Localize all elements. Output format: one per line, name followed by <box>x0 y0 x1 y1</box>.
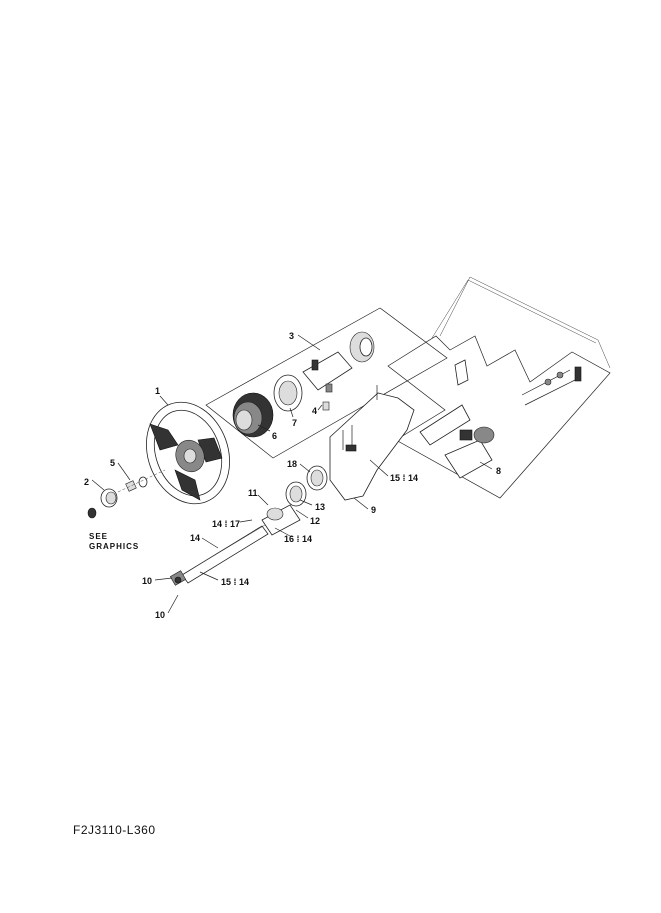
wheel-cap <box>100 488 118 508</box>
leader-lines <box>91 334 493 614</box>
callout-6: 6 <box>272 431 277 441</box>
callout-10-lower: 10 <box>155 610 165 620</box>
steering-wheel <box>146 401 230 505</box>
plate-bolts <box>342 385 378 452</box>
callout-12: 12 <box>310 516 320 526</box>
hub-ring <box>273 374 303 412</box>
callout-14: 14 <box>190 533 200 543</box>
hub-body <box>302 331 375 393</box>
clamp <box>285 481 307 507</box>
callout-4: 4 <box>312 406 317 416</box>
callout-16-14: 16 ⁞ 14 <box>284 534 312 544</box>
universal-joint <box>169 570 187 586</box>
see-graphics-line2: GRAPHICS <box>89 542 139 551</box>
callout-2: 2 <box>84 477 89 487</box>
pivot-bracket <box>419 359 582 479</box>
steering-shaft <box>181 525 269 584</box>
see-graphics-line1: SEE <box>89 532 108 541</box>
callout-9: 9 <box>371 505 376 515</box>
callout-11: 11 <box>248 488 258 498</box>
callout-18: 18 <box>287 459 297 469</box>
bellows-boot <box>232 392 274 438</box>
graphics-emblem <box>87 507 97 519</box>
callout-14-17: 14 ⁞ 17 <box>212 519 240 529</box>
callout-10-upper: 10 <box>142 576 152 586</box>
routing-line-lower <box>431 279 597 344</box>
mounting-plate <box>329 392 415 501</box>
drawing-code: F2J3110-L360 <box>73 823 156 837</box>
upper-column-tube <box>261 504 301 536</box>
callout-8: 8 <box>496 466 501 476</box>
callout-15-14-lower: 15 ⁞ 14 <box>221 577 249 587</box>
callout-3: 3 <box>289 331 294 341</box>
callout-5: 5 <box>110 458 115 468</box>
group-outline-3 <box>205 307 448 459</box>
collar <box>306 465 328 491</box>
callout-13: 13 <box>315 502 325 512</box>
small-bushing <box>322 401 330 411</box>
callout-7: 7 <box>292 418 297 428</box>
callout-1: 1 <box>155 386 160 396</box>
routing-line-upper <box>439 276 611 369</box>
callout-15-14-upper: 15 ⁞ 14 <box>390 473 418 483</box>
nut-and-washer <box>117 469 166 493</box>
